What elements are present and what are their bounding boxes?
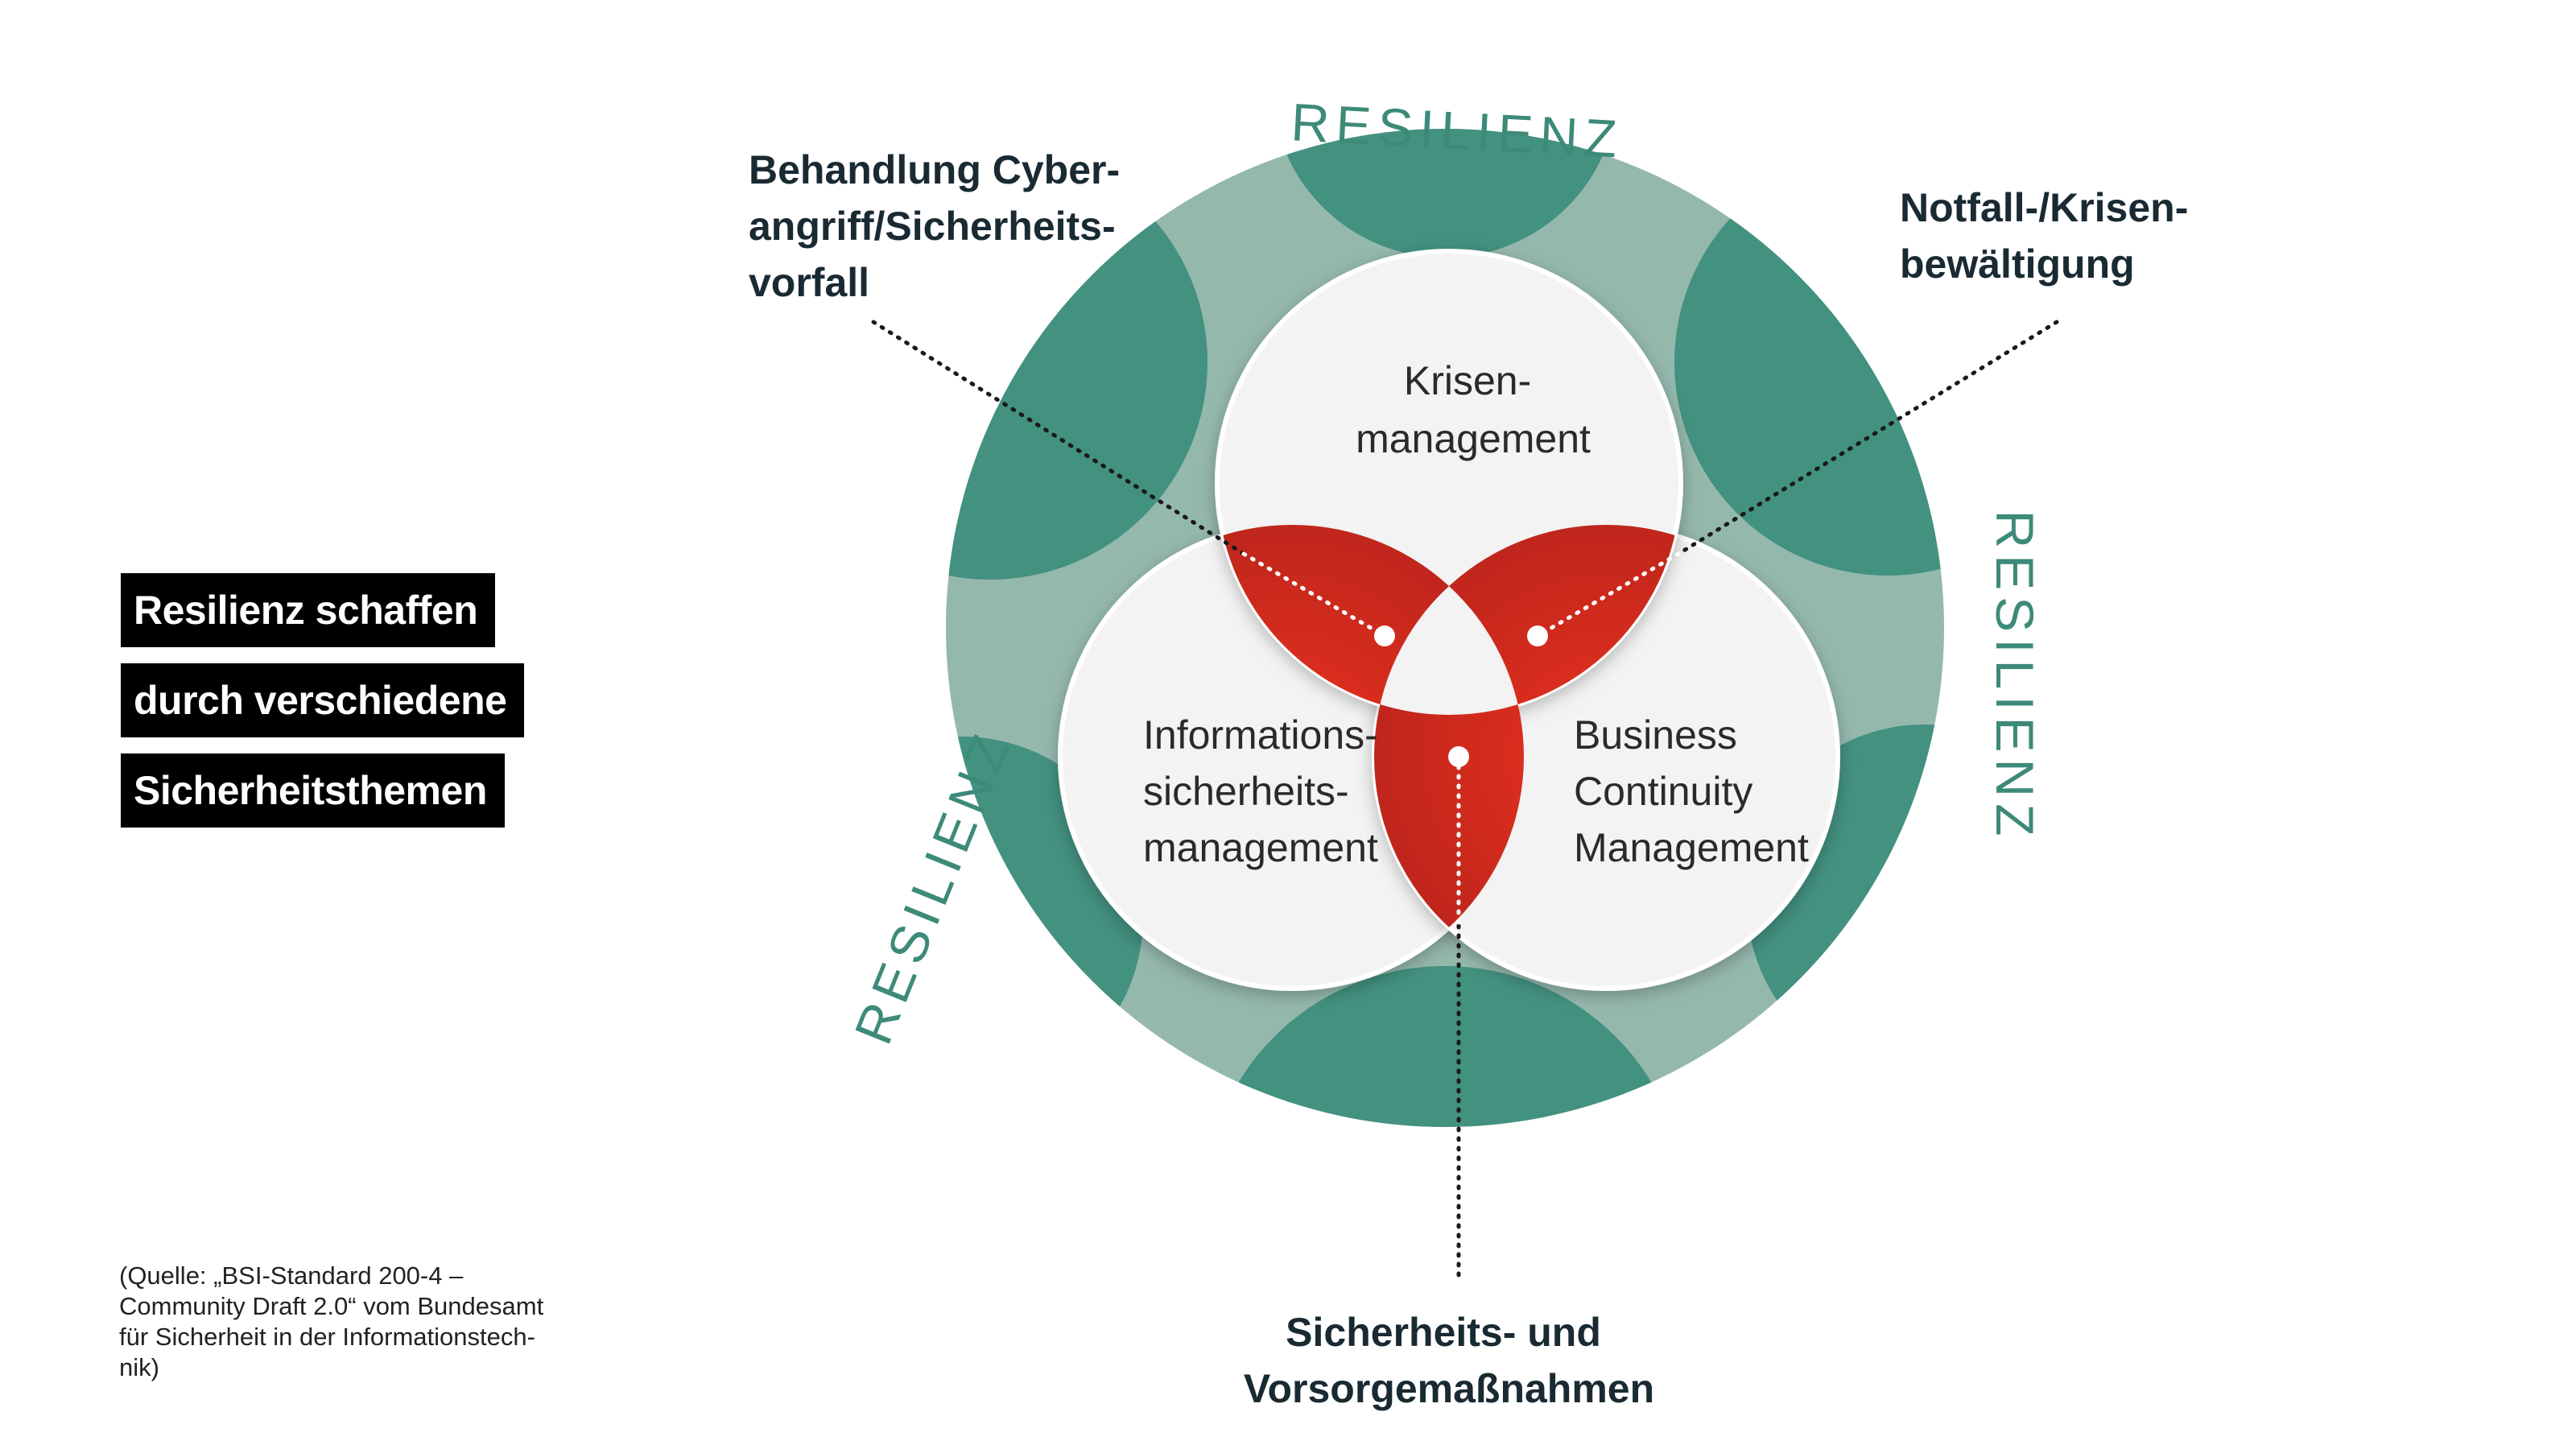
- circle-left-line: Informations-: [1143, 712, 1378, 758]
- circle-top-line: Krisen-: [1404, 358, 1531, 403]
- leader-lines: [871, 320, 2059, 1282]
- callout-top-right-line: bewältigung: [1900, 242, 2135, 287]
- dot-bottom: [1448, 746, 1469, 767]
- resilienz-label-left: RESILIENZ: [843, 721, 1022, 1052]
- circle-left-line: management: [1143, 825, 1378, 870]
- leader-inner-top-left: [1241, 551, 1387, 638]
- circle-label-left: Informations- sicherheits- management: [1143, 712, 1389, 870]
- title-line: Sicherheitsthemen: [121, 753, 505, 828]
- callout-top-left-line: angriff/Sicherheits-: [749, 204, 1116, 249]
- circle-right-line: Business: [1574, 712, 1737, 758]
- circle-label-top: Krisen- management: [1356, 358, 1591, 461]
- leader-lines-inner: [1241, 551, 1681, 928]
- title-line: Resilienz schaffen: [121, 573, 496, 647]
- resilienz-label-right: RESILIENZ: [1985, 510, 2045, 842]
- center-triple-overlap: [1374, 525, 1524, 715]
- ring-lobe-top: [1272, 129, 1618, 258]
- circle-left-line: sicherheits-: [1143, 769, 1349, 814]
- source-note: (Quelle: „BSI-Standard 200-4 – Community…: [119, 1261, 544, 1381]
- callout-bottom: Sicherheits- und Vorsorgemaßnahmen: [1244, 1310, 1654, 1411]
- callout-bottom-line: Sicherheits- und: [1286, 1310, 1601, 1355]
- leader-dots: [1374, 625, 1548, 767]
- circle-label-right: Business Continuity Management: [1574, 712, 1809, 870]
- ring-lobe-bottom: [1203, 966, 1686, 1127]
- overlap-lenses: [1217, 525, 1681, 989]
- title-line: durch verschiedene: [121, 663, 525, 737]
- circle-right-line: Management: [1574, 825, 1809, 870]
- dot-top-right: [1527, 625, 1548, 646]
- leader-top-right: [1676, 320, 2059, 556]
- callout-bottom-line: Vorsorgemaßnahmen: [1244, 1366, 1654, 1411]
- callout-top-right: Notfall-/Krisen- bewältigung: [1900, 185, 2199, 287]
- circle-right-line: Continuity: [1574, 769, 1752, 814]
- circle-top-line: management: [1356, 416, 1591, 461]
- callout-top-left-line: vorfall: [749, 260, 869, 305]
- leader-inner-top-right: [1535, 551, 1681, 638]
- callout-top-left-line: Behandlung Cyber-: [749, 147, 1120, 192]
- title-box: Resilienz schaffen durch verschiedene Si…: [121, 573, 525, 844]
- callout-top-right-line: Notfall-/Krisen-: [1900, 185, 2188, 230]
- dot-top-left: [1374, 625, 1395, 646]
- callout-top-left: Behandlung Cyber- angriff/Sicherheits- v…: [749, 147, 1131, 305]
